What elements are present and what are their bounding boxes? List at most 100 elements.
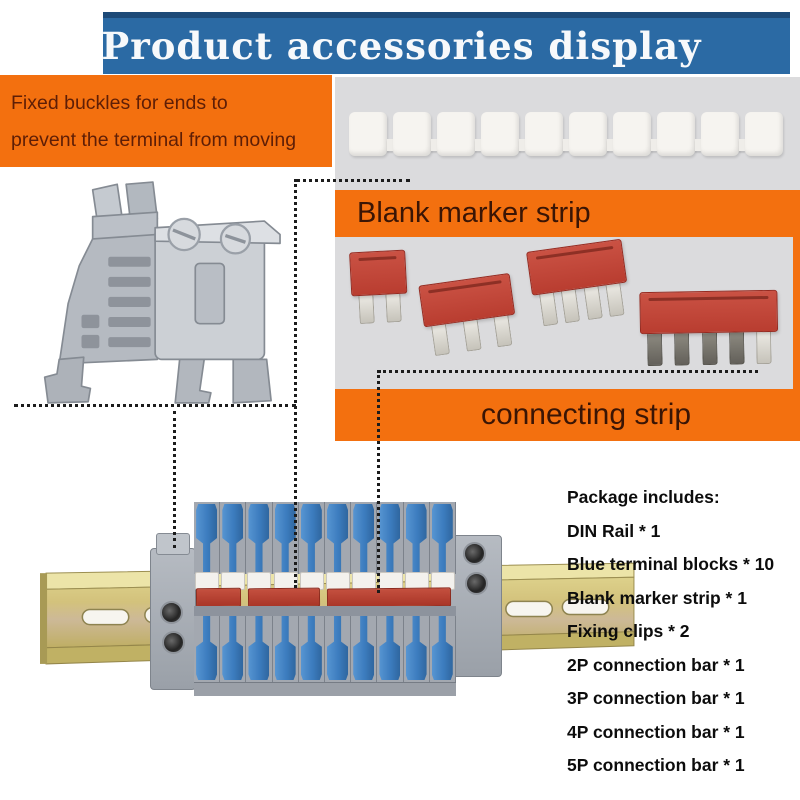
- jumper-pin: [605, 283, 625, 318]
- terminal-lever: [196, 504, 218, 572]
- jumper-pin: [674, 333, 690, 366]
- package-item: 2P connection bar * 1: [567, 654, 745, 675]
- terminal-cell: [246, 616, 273, 682]
- package-item: Blank marker strip * 1: [567, 587, 747, 608]
- jumper-pin: [462, 319, 482, 352]
- note-line-1: Fixed buckles for ends to: [11, 92, 228, 114]
- terminal-cell: [351, 502, 378, 574]
- terminal-lever: [431, 504, 453, 572]
- fixing-clip-left: [150, 533, 196, 690]
- terminal-lever: [379, 616, 401, 680]
- terminal-cell: [194, 502, 221, 574]
- clip-screw: [465, 572, 488, 595]
- marker-tab: [657, 112, 695, 156]
- terminal-lever: [274, 616, 296, 680]
- terminal-cell: [403, 616, 430, 682]
- clip-screw: [162, 631, 185, 654]
- terminal-lever: [300, 616, 322, 680]
- marker-tab-connector: [739, 139, 745, 151]
- marker-tab: [613, 112, 651, 156]
- jumper-pin: [583, 286, 603, 321]
- page-title: Product accessories display: [101, 24, 702, 68]
- terminal-cell: [351, 616, 378, 682]
- marker-tab-connector: [651, 139, 657, 151]
- jumper-pin: [647, 333, 663, 367]
- jumper-pin: [493, 315, 513, 348]
- terminal-lever: [353, 616, 375, 680]
- package-item: 4P connection bar * 1: [567, 721, 745, 742]
- jumper-pins: [351, 293, 408, 327]
- header-banner: Product accessories display: [101, 12, 790, 74]
- jumper-pins: [640, 331, 779, 368]
- assembled-terminal-blocks-photo: [150, 500, 502, 700]
- terminal-cell: [220, 616, 247, 682]
- jumper-pin: [431, 324, 451, 357]
- marker-tab-installed: [326, 572, 351, 590]
- terminal-lever: [353, 504, 375, 572]
- marker-tab: [481, 112, 519, 156]
- jumper-pin: [756, 331, 772, 365]
- marker-tab-connector: [695, 139, 701, 151]
- clip-screw: [160, 601, 183, 624]
- jumper-3p: [418, 272, 519, 359]
- blank-marker-strip-label: Blank marker strip: [335, 190, 800, 237]
- connection-bar-installed: [195, 587, 242, 608]
- terminal-cell: [194, 616, 221, 682]
- marker-tab: [349, 112, 387, 156]
- marker-tab-connector: [431, 139, 437, 151]
- terminal-cell: [272, 616, 299, 682]
- terminal-lever: [248, 504, 270, 572]
- terminal-lever: [274, 504, 296, 572]
- marker-tab-connector: [387, 139, 393, 151]
- callout-line-marker-horizontal: [296, 179, 410, 182]
- package-item: Blue terminal blocks * 10: [567, 554, 775, 574]
- marker-tab-connector: [475, 139, 481, 151]
- jumper-5p: [639, 289, 779, 368]
- terminal-lever: [431, 616, 453, 680]
- package-list: Package includes: DIN Rail * 1 Blue term…: [567, 481, 774, 783]
- jumper-body: [349, 249, 408, 297]
- terminal-cell: [403, 502, 430, 574]
- connecting-strip-label: connecting strip: [335, 389, 792, 441]
- marker-tab-connector: [519, 139, 525, 151]
- callout-line-clip-vertical: [173, 411, 176, 548]
- end-clamp-drawing: [43, 181, 281, 404]
- package-item: DIN Rail * 1: [567, 520, 661, 541]
- marker-tab: [701, 112, 739, 156]
- jumper-body: [639, 289, 779, 335]
- jumper-pin: [385, 293, 402, 323]
- clamp-screws: [167, 217, 252, 255]
- terminal-block-row: [194, 500, 456, 700]
- marker-tab: [437, 112, 475, 156]
- fixed-buckles-note: Fixed buckles for ends to prevent the te…: [0, 75, 332, 167]
- terminal-cell: [429, 616, 456, 682]
- package-item: 3P connection bar * 1: [567, 688, 745, 708]
- terminal-base: [194, 682, 456, 696]
- package-item: 5P connection bar * 1: [567, 755, 745, 775]
- marker-tab: [525, 112, 563, 156]
- terminal-lever: [405, 616, 427, 680]
- terminal-cell: [429, 502, 456, 574]
- marker-strip-installed: [195, 572, 455, 590]
- terminal-top-row: [194, 502, 456, 574]
- terminal-lever: [405, 504, 427, 572]
- blank-marker-strip-photo: [335, 77, 800, 190]
- terminal-cell: [298, 616, 325, 682]
- terminal-lever: [248, 616, 270, 680]
- blank-marker-strip-label-text: Blank marker strip: [357, 197, 591, 229]
- marker-tab: [569, 112, 607, 156]
- marker-tab-connector: [607, 139, 613, 151]
- terminal-cell: [246, 502, 273, 574]
- jumper-4p: [526, 238, 632, 330]
- marker-tab: [393, 112, 431, 156]
- connecting-strip-label-text: connecting strip: [480, 398, 692, 431]
- terminal-lever: [222, 504, 244, 572]
- package-heading: Package includes:: [567, 487, 720, 507]
- connection-bar-installed: [326, 587, 452, 608]
- jumper-pin: [358, 295, 375, 325]
- terminal-lever: [327, 616, 349, 680]
- note-line-2: prevent the terminal from moving: [11, 129, 297, 151]
- jumper-2p: [349, 249, 409, 327]
- marker-tab-connector: [563, 139, 569, 151]
- callout-line-marker-vertical: [294, 179, 297, 588]
